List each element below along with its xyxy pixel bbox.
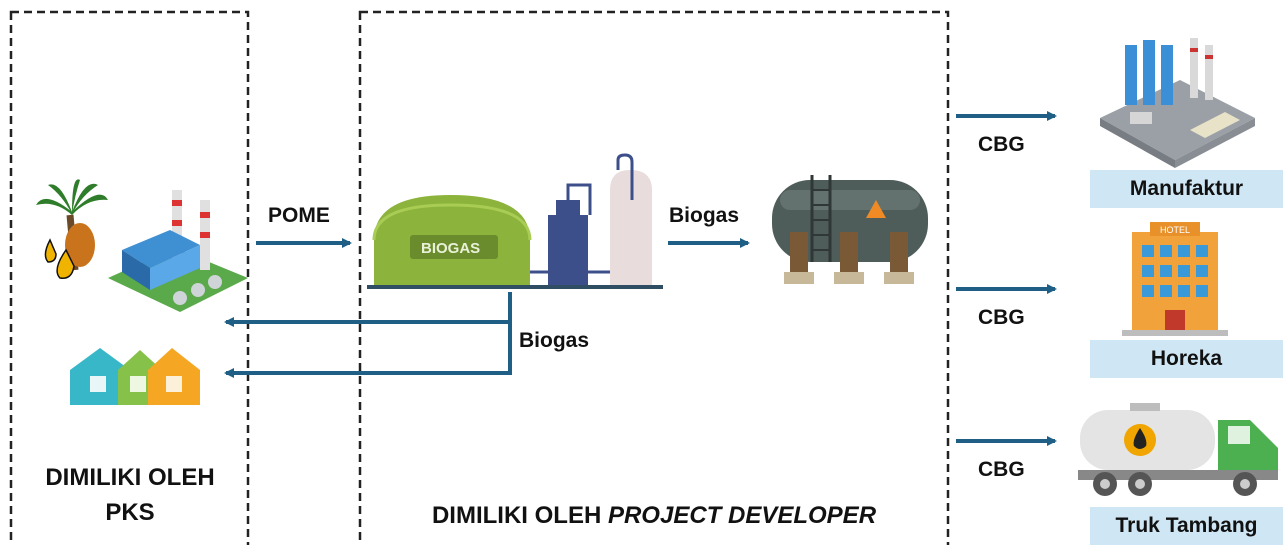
manufacturing-plant-icon	[1100, 38, 1255, 168]
biogas-digester-icon: BIOGAS	[367, 153, 663, 289]
pks-title-line2: PKS	[105, 499, 155, 526]
houses-icon	[70, 348, 200, 405]
cbg-label-3: CBG	[978, 458, 1025, 481]
cbg-label-2: CBG	[978, 306, 1025, 329]
destination-label-horeka: Horeka	[1090, 340, 1283, 378]
factory-icon	[108, 190, 248, 312]
developer-title-prefix: DIMILIKI OLEH	[431, 502, 608, 529]
storage-tank-icon	[772, 175, 928, 284]
developer-region-title: DIMILIKI OLEH PROJECT DEVELOPER	[362, 500, 946, 532]
biogas-to-tank-label: Biogas	[669, 204, 739, 227]
palm-oil-icon	[36, 179, 108, 279]
destination-label-manufaktur: Manufaktur	[1090, 170, 1283, 208]
pks-region-box	[9, 10, 250, 545]
pome-label: POME	[268, 204, 330, 227]
digester-label: BIOGAS	[421, 240, 480, 257]
tanker-truck-icon	[1078, 403, 1278, 496]
developer-title-italic: PROJECT DEVELOPER	[607, 502, 877, 529]
hotel-icon: HOTEL	[1122, 222, 1228, 336]
pks-region-title: DIMILIKI OLEH PKS	[14, 460, 246, 530]
destination-label-truk: Truk Tambang	[1090, 507, 1283, 545]
biogas-return-label: Biogas	[519, 329, 589, 352]
biogas-return-arrows	[224, 292, 512, 378]
cbg-label-1: CBG	[978, 133, 1025, 156]
pks-title-line1: DIMILIKI OLEH	[45, 464, 215, 491]
developer-region-box	[358, 10, 950, 545]
svg-text:HOTEL: HOTEL	[1160, 225, 1190, 235]
